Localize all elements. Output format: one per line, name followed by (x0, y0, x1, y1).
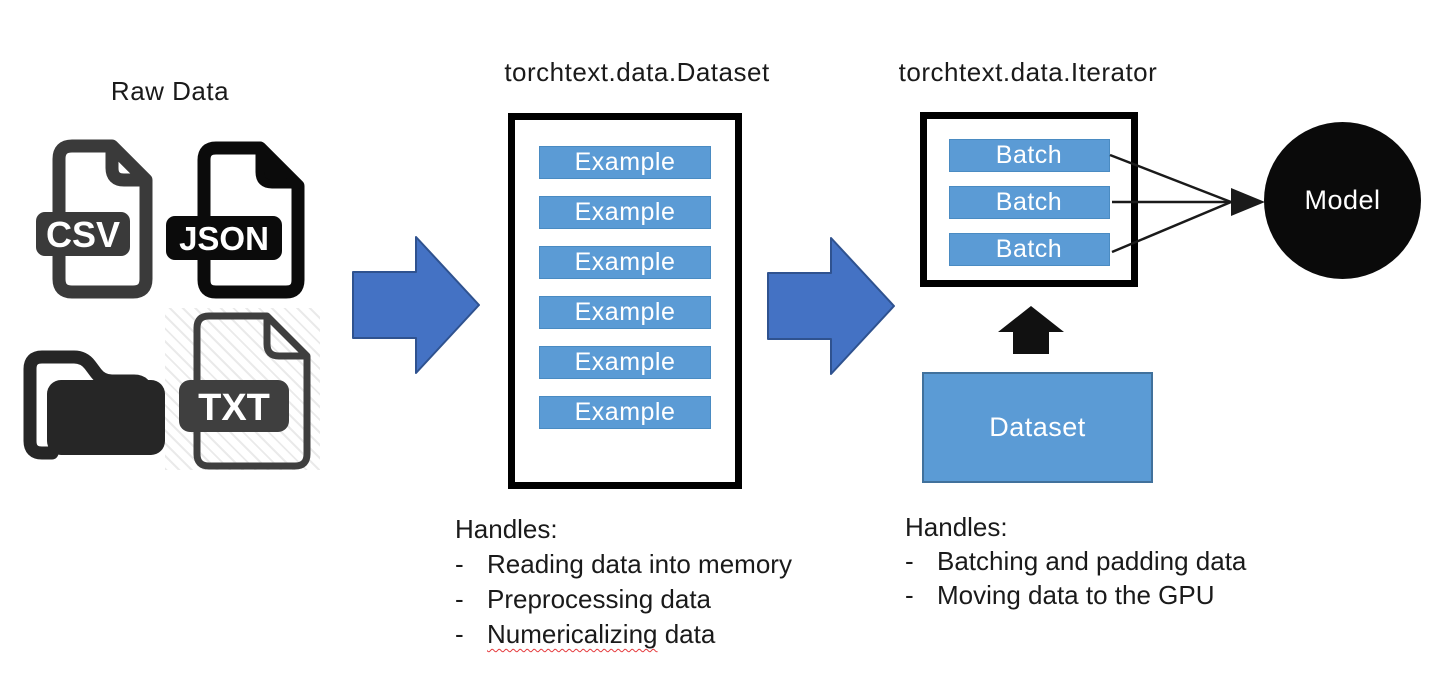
model-node: Model (1264, 122, 1421, 279)
raw-data-label: Raw Data (110, 76, 230, 106)
dataset-node: Dataset (922, 372, 1153, 483)
batch-bar: Batch (948, 139, 1110, 172)
iterator-handles-list: Handles: - Batching and padding data - M… (905, 510, 1246, 612)
bullet-dash: - (455, 584, 464, 614)
handles-heading: Handles: (455, 514, 558, 544)
batch-bar: Batch (948, 186, 1110, 219)
iterator-section-title: torchtext.data.Iterator (898, 57, 1158, 87)
example-bar: Example (539, 196, 711, 229)
bullet-dash: - (455, 619, 464, 649)
handles-item: - Numericalizing data (455, 617, 792, 652)
csv-file-icon: CSV (36, 138, 156, 300)
txt-file-icon: TXT (165, 308, 320, 470)
handles-item: - Moving data to the GPU (905, 580, 1215, 610)
folder-icon (20, 325, 170, 460)
misspelled-word: Numericalizing (487, 619, 658, 649)
batch-to-model-connectors (1105, 140, 1275, 270)
csv-icon-label: CSV (46, 214, 120, 255)
example-bar: Example (539, 146, 711, 179)
batch-bar: Batch (948, 233, 1110, 266)
dataset-node-label: Dataset (989, 412, 1086, 442)
bullet-dash: - (905, 580, 914, 610)
bullet-dash: - (455, 549, 464, 579)
handles-heading: Handles: (905, 512, 1008, 542)
example-bar: Example (539, 246, 711, 279)
arrow-dataset-to-iterator (767, 237, 895, 375)
json-icon-label: JSON (179, 220, 269, 257)
arrow-dataset-up-to-iterator (998, 306, 1064, 354)
handles-item: - Reading data into memory (455, 547, 792, 582)
iterator-container-box: Batch Batch Batch (920, 112, 1138, 287)
dataset-section-title: torchtext.data.Dataset (504, 57, 770, 87)
dataset-container-box: Example Example Example Example Example … (508, 113, 742, 489)
dataset-handles-list: Handles: - Reading data into memory - Pr… (455, 512, 792, 652)
handles-item: - Batching and padding data (905, 546, 1247, 576)
example-bar: Example (539, 296, 711, 329)
handles-item-text: Numericalizing data (487, 619, 716, 649)
json-file-icon: JSON (166, 140, 310, 300)
model-label: Model (1304, 185, 1381, 215)
arrow-raw-to-dataset (352, 236, 480, 374)
txt-icon-label: TXT (198, 387, 270, 429)
example-bar: Example (539, 396, 711, 429)
handles-item: - Preprocessing data (455, 582, 792, 617)
bullet-dash: - (905, 546, 914, 576)
example-bar: Example (539, 346, 711, 379)
